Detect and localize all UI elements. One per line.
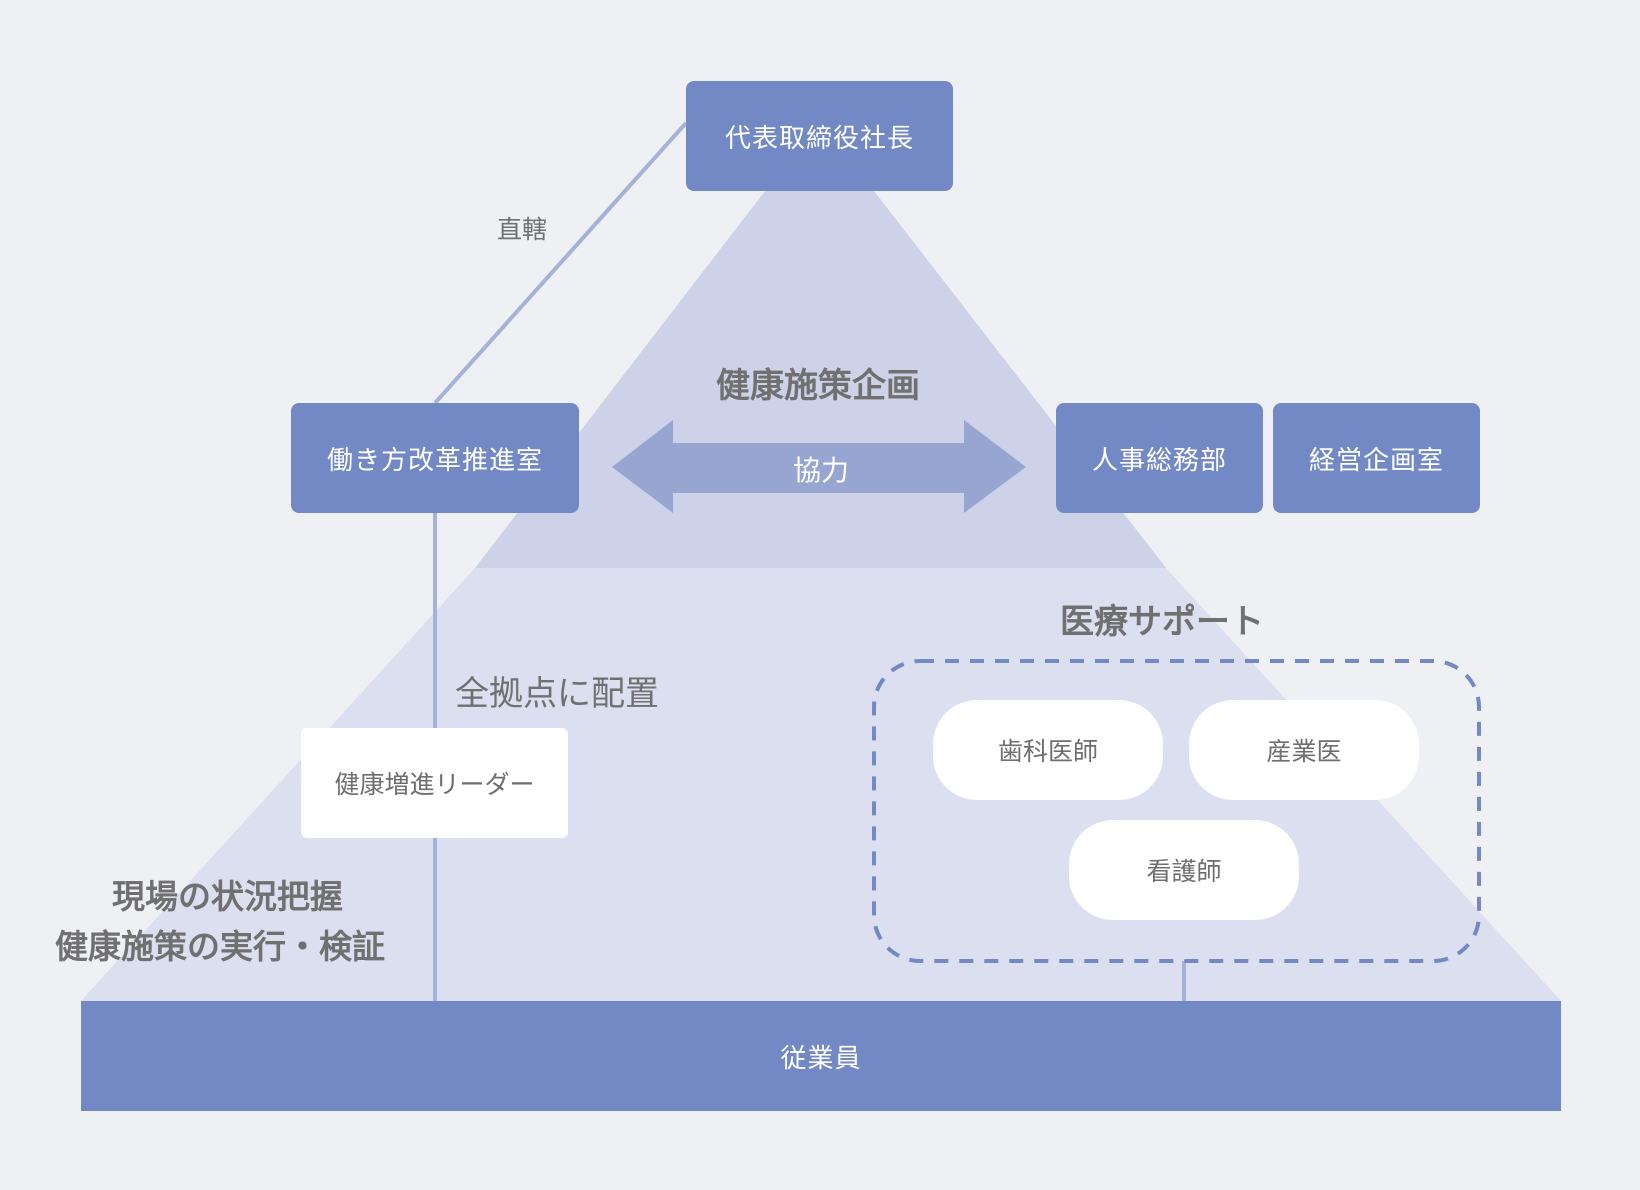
field-role-line2: 健康施策の実行・検証 (55, 927, 385, 966)
health-leader-label: 健康増進リーダー (334, 770, 535, 799)
medical-support-group (872, 659, 1481, 963)
health-policy-planning-label: 健康施策企画 (716, 366, 920, 406)
corporate-planning-box[interactable]: 経営企画室 (1273, 403, 1480, 513)
direct-control-label: 直轄 (497, 215, 548, 244)
nurse-label: 看護師 (1146, 857, 1222, 886)
work-style-office-label: 働き方改革推進室 (326, 445, 543, 476)
dentist-label: 歯科医師 (997, 737, 1098, 766)
dentist-box[interactable]: 歯科医師 (933, 700, 1163, 800)
cooperation-label: 協力 (793, 454, 850, 487)
field-role-line1: 現場の状況把握 (112, 877, 343, 916)
work-style-office-box[interactable]: 働き方改革推進室 (291, 403, 579, 513)
hr-general-affairs-label: 人事総務部 (1091, 445, 1227, 476)
corporate-planning-label: 経営企画室 (1308, 445, 1444, 476)
all-sites-label: 全拠点に配置 (455, 674, 659, 714)
nurse-box[interactable]: 看護師 (1069, 820, 1299, 920)
ceo-box[interactable]: 代表取締役社長 (686, 81, 953, 191)
medical-support-label: 医療サポート (1060, 602, 1264, 642)
hr-general-affairs-box[interactable]: 人事総務部 (1056, 403, 1263, 513)
ceo-label: 代表取締役社長 (724, 123, 914, 154)
cooperation-arrow (612, 420, 1026, 513)
employees-label: 従業員 (780, 1043, 862, 1074)
industrial-physician-label: 産業医 (1266, 737, 1342, 766)
industrial-physician-box[interactable]: 産業医 (1189, 700, 1419, 800)
health-leader-box[interactable]: 健康増進リーダー (301, 728, 568, 838)
direct-control-connector (433, 121, 688, 405)
employees-bar[interactable]: 従業員 (81, 1001, 1561, 1111)
